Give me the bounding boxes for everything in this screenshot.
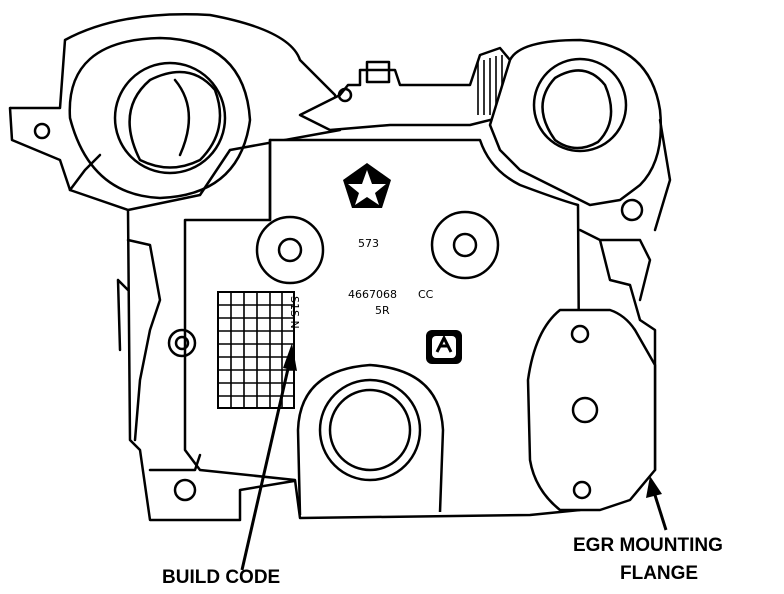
top-ribs <box>477 55 503 115</box>
stamp-part-c: 5R <box>375 304 390 317</box>
upper-left-port-boss <box>68 36 252 200</box>
face-boss-right <box>430 210 500 280</box>
upper-right-port-boss <box>488 38 663 207</box>
upper-left-rib <box>68 153 102 192</box>
stamp-part-b-suffix: CC <box>418 288 434 301</box>
left-side-bosses <box>116 238 162 442</box>
face-boss-left-hole <box>277 237 303 263</box>
stamp-part-b: 4667068 <box>348 288 397 301</box>
upper-left-port-bore <box>128 70 222 169</box>
left-bolt-hole <box>174 335 190 351</box>
grid-label: S1S N <box>288 296 301 329</box>
top-bolt <box>365 60 391 84</box>
left-ear <box>8 106 130 212</box>
lower-left-bolt-hole <box>173 478 197 502</box>
upper-right-port-bore <box>541 69 613 150</box>
egr-flange <box>526 308 657 512</box>
emblem-icon <box>426 330 462 364</box>
right-edge-upper <box>653 118 672 232</box>
build-code-arrow <box>240 343 297 571</box>
casting-outline-left <box>10 13 342 522</box>
pentastar-logo-icon <box>343 163 391 208</box>
stamp-part-a: 573 <box>358 237 379 250</box>
egr-flange-port <box>571 396 599 424</box>
right-bolt-hole <box>620 198 644 222</box>
face-boss-left <box>255 215 325 285</box>
build-code-grid: S1S N <box>217 291 301 409</box>
face-plate <box>183 138 582 520</box>
upper-left-port-outer <box>113 61 227 175</box>
egr-flange-hole-bottom <box>572 480 592 500</box>
face-boss-right-hole <box>452 232 478 258</box>
lower-port-boss <box>296 363 445 516</box>
lower-port-outer <box>318 378 422 482</box>
egr-flange-arrow <box>646 476 668 531</box>
lower-port-bore <box>328 388 412 472</box>
egr-flange-hole-top <box>570 324 590 344</box>
left-bolt-hole-ring <box>167 328 197 358</box>
top-ledge <box>298 46 512 132</box>
egr-flange-label-line2: FLANGE <box>620 563 699 584</box>
upper-left-port-inner <box>173 78 191 157</box>
lower-left-rib <box>148 453 202 472</box>
right-side-bosses <box>578 228 657 472</box>
upper-right-port-outer <box>532 57 628 153</box>
left-ear-hole <box>33 122 51 140</box>
top-stud <box>337 87 353 103</box>
build-code-label: BUILD CODE <box>162 567 281 588</box>
egr-flange-label-line1: EGR MOUNTING <box>573 535 723 556</box>
